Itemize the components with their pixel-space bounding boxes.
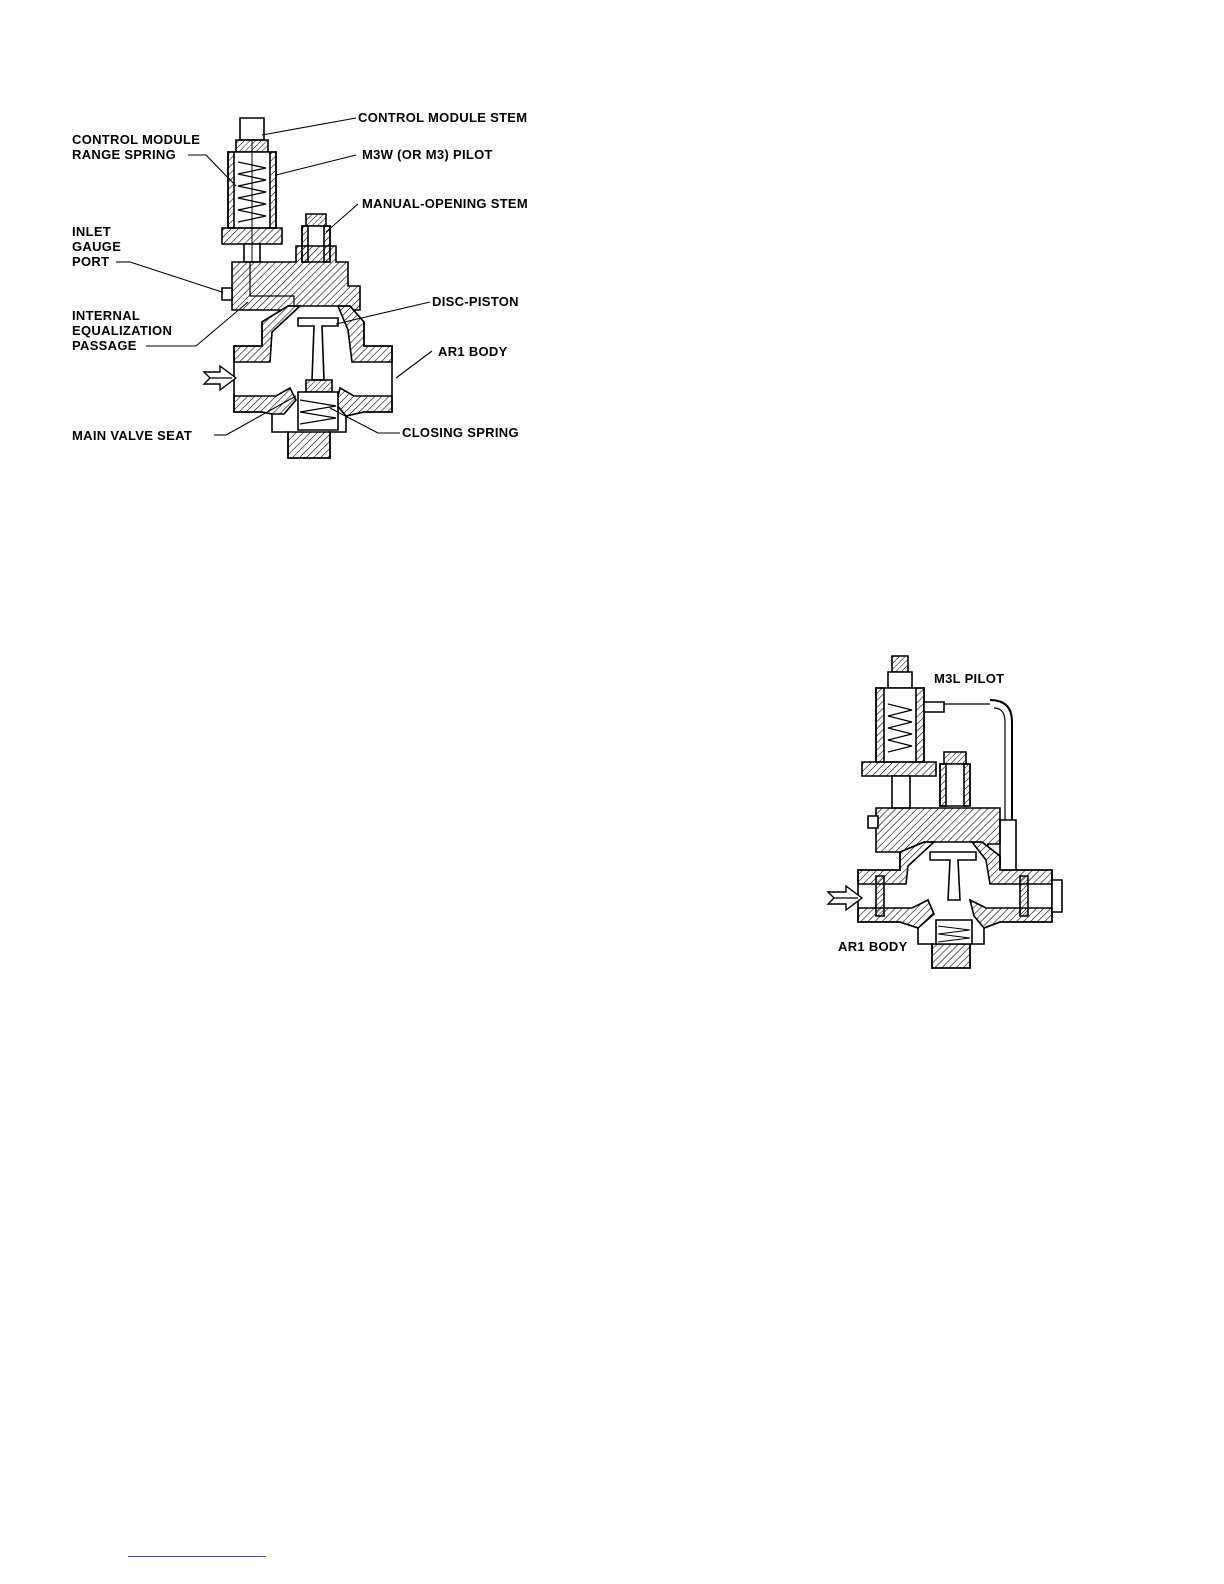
label-inlet-gauge-port-line3: PORT bbox=[72, 254, 109, 269]
label-control-module-range-spring-line2: RANGE SPRING bbox=[72, 147, 176, 162]
label-m3w-pilot: M3W (OR M3) PILOT bbox=[362, 147, 493, 162]
footer-rule bbox=[128, 1556, 266, 1557]
label-closing-spring: CLOSING SPRING bbox=[402, 425, 519, 440]
label-inlet-gauge-port-line2: GAUGE bbox=[72, 239, 121, 254]
label-ar1-body-2: AR1 BODY bbox=[838, 939, 908, 954]
valve-drawing-2 bbox=[828, 656, 1062, 968]
label-control-module-range-spring-line1: CONTROL MODULE bbox=[72, 132, 200, 147]
label-m3l-pilot: M3L PILOT bbox=[934, 671, 1004, 686]
label-internal-equalization-passage-line2: EQUALIZATION bbox=[72, 323, 172, 338]
label-manual-opening-stem: MANUAL-OPENING STEM bbox=[362, 196, 528, 211]
label-internal-equalization-passage-line3: PASSAGE bbox=[72, 338, 137, 353]
label-disc-piston: DISC-PISTON bbox=[432, 294, 519, 309]
label-main-valve-seat: MAIN VALVE SEAT bbox=[72, 428, 192, 443]
label-inlet-gauge-port-line1: INLET bbox=[72, 224, 111, 239]
label-ar1-body: AR1 BODY bbox=[438, 344, 508, 359]
label-control-module-stem: CONTROL MODULE STEM bbox=[358, 110, 527, 125]
label-internal-equalization-passage-line1: INTERNAL bbox=[72, 308, 140, 323]
